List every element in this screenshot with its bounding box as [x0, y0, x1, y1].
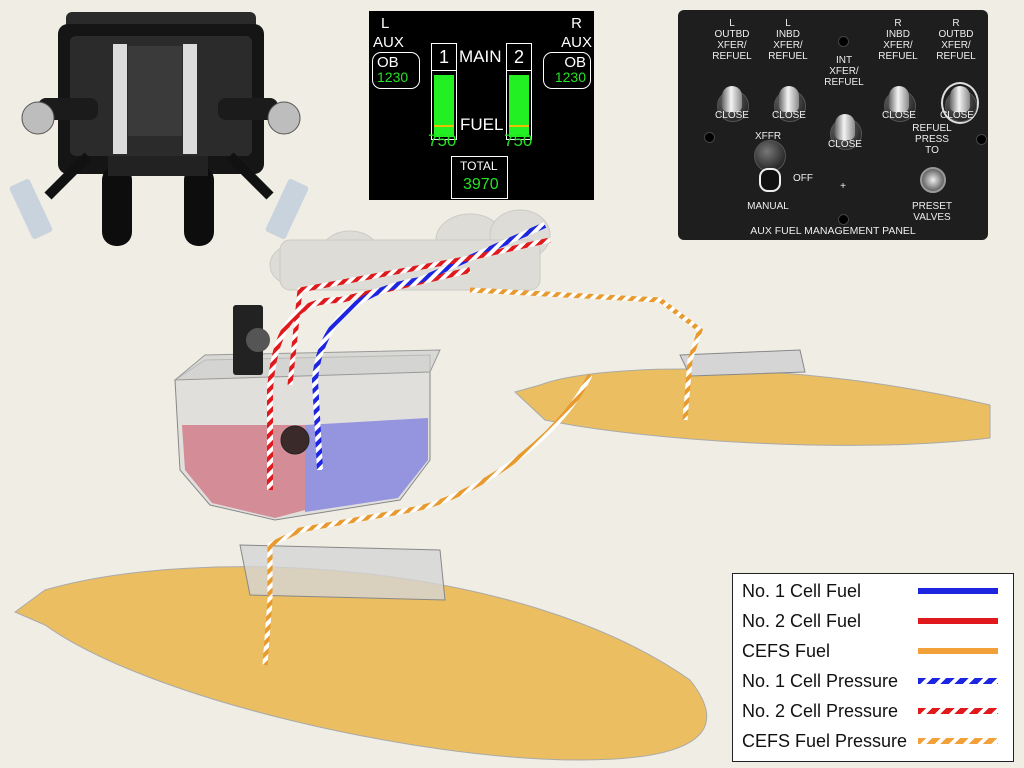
r-outbd-toggle-switch[interactable] [941, 82, 979, 124]
panel-screw [838, 214, 849, 225]
fuel-lines [262, 222, 703, 666]
legend-item: No. 1 Cell Fuel [742, 580, 1004, 602]
cefs-pressure-line-right [469, 287, 703, 421]
left-aux-label: AUX [373, 34, 404, 51]
refuel-press-to-button[interactable] [920, 167, 946, 193]
l-inbd-close-label: CLOSE [772, 110, 806, 121]
legend-label: CEFS Fuel Pressure [742, 731, 908, 751]
tank-2-number: 2 [507, 44, 531, 71]
main-tank-1-gauge: 1 [431, 43, 457, 140]
left-ob-value: 1230 [377, 69, 409, 85]
fuel-label: FUEL [460, 115, 504, 134]
tank-2-value: 750 [504, 131, 533, 150]
left-ob-label: OB [377, 54, 399, 71]
main-fuel-cell [173, 349, 441, 521]
legend-swatch [918, 708, 998, 714]
plus-mark: + [840, 181, 846, 192]
right-label: R [571, 15, 582, 32]
legend-label: No. 1 Cell Fuel [742, 581, 862, 601]
panel-screw [704, 132, 715, 143]
r-inbd-close-label: CLOSE [882, 110, 916, 121]
cefs-pressure-line-left [262, 373, 593, 666]
total-label: TOTAL [460, 159, 498, 173]
legend-item: No. 2 Cell Pressure [742, 700, 1004, 722]
legend-item: No. 1 Cell Pressure [742, 670, 1004, 692]
main-label: MAIN [459, 47, 502, 66]
left-ob-box: OB 1230 [372, 52, 420, 89]
right-ob-value: 1230 [554, 69, 586, 85]
r-outbd-close-label: CLOSE [940, 110, 974, 121]
right-ob-label: OB [564, 54, 586, 71]
int-close-label: CLOSE [828, 139, 862, 150]
legend-label: CEFS Fuel [742, 641, 831, 661]
l-outbd-close-label: CLOSE [715, 110, 749, 121]
right-ob-box: OB 1230 [543, 52, 591, 89]
fuel-system-illustration [14, 209, 991, 761]
panel-screw [976, 134, 987, 145]
tank-1-number: 1 [432, 44, 456, 71]
right-external-tank [514, 349, 991, 446]
legend-label: No. 2 Cell Fuel [742, 611, 862, 631]
legend-item: CEFS Fuel Pressure [742, 730, 1004, 752]
valve-assembly [233, 305, 270, 375]
panel-screw [838, 36, 849, 47]
total-value: 3970 [463, 176, 499, 193]
control-quadrant-illustration [9, 12, 308, 246]
tank-1-value: 750 [428, 131, 457, 150]
no1-cell-pressure-line [311, 222, 547, 471]
legend-swatch [918, 618, 998, 624]
off-label: OFF [793, 173, 813, 184]
legend-item: No. 2 Cell Fuel [742, 610, 1004, 632]
total-box: TOTAL 3970 [451, 156, 508, 199]
panel-title: AUX FUEL MANAGEMENT PANEL [750, 225, 916, 237]
legend-swatch [918, 588, 998, 594]
no2-cell-pressure-line [267, 267, 471, 490]
xffr-label: XFFR [754, 131, 782, 142]
legend: No. 1 Cell Fuel No. 2 Cell Fuel CEFS Fue… [732, 573, 1014, 762]
r-inbd-toggle-switch[interactable] [884, 86, 916, 122]
left-external-tank [14, 544, 708, 761]
legend-swatch [918, 678, 998, 684]
int-toggle-switch[interactable] [830, 114, 862, 150]
legend-swatch [918, 738, 998, 744]
right-aux-label: AUX [561, 34, 592, 51]
legend-swatch [918, 648, 998, 654]
legend-label: No. 2 Cell Pressure [742, 701, 899, 721]
no2-cell-pressure-line-b [287, 237, 551, 386]
legend-item: CEFS Fuel [742, 640, 1004, 662]
xffr-mode-switch[interactable] [754, 140, 786, 192]
legend-label: No. 1 Cell Pressure [742, 671, 899, 691]
left-label: L [381, 15, 390, 32]
fuel-quantity-display: L AUX OB 1230 R AUX OB 1230 1 2 MAIN FUE… [369, 11, 594, 200]
main-tank-2-gauge: 2 [506, 43, 532, 140]
l-inbd-toggle-switch[interactable] [774, 86, 806, 122]
l-outbd-toggle-switch[interactable] [717, 86, 749, 122]
manual-label: MANUAL [747, 201, 789, 212]
